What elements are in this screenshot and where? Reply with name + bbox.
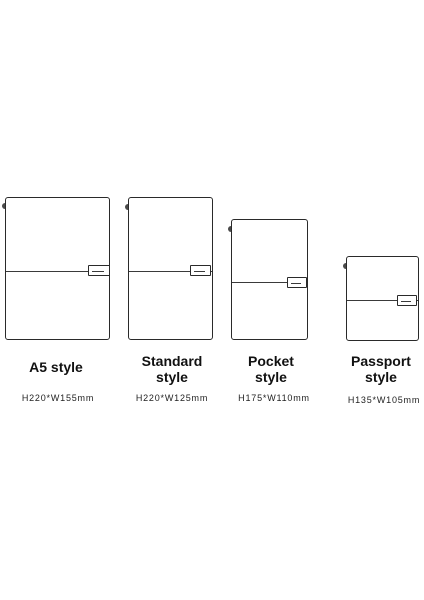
notebook-a5-cover	[5, 197, 110, 340]
clasp-a5	[88, 265, 110, 276]
clasp-standard	[190, 265, 211, 276]
elastic-band-passport	[347, 300, 418, 301]
notebook-standard-size: H220*W125mm	[135, 393, 209, 403]
elastic-band-a5	[6, 271, 109, 272]
notebook-passport-name-line2: style	[365, 369, 397, 385]
notebook-a5-size: H220*W155mm	[21, 393, 95, 403]
clasp-pocket	[287, 277, 307, 288]
notebook-pocket-cover	[231, 219, 308, 340]
notebook-standard-cover	[128, 197, 213, 340]
elastic-band-pocket	[232, 282, 307, 283]
clasp-passport	[397, 295, 417, 306]
notebook-a5-name: A5 style	[29, 359, 83, 375]
notebook-standard-name-line2: style	[156, 369, 188, 385]
elastic-band-standard	[129, 271, 212, 272]
notebook-pocket-size: H175*W110mm	[238, 393, 310, 403]
notebook-pocket-name-line2: style	[255, 369, 287, 385]
notebook-passport-size: H135*W105mm	[347, 395, 421, 405]
notebook-standard-name-line1: Standard	[141, 353, 203, 369]
notebook-passport-name-line1: Passport	[351, 353, 411, 369]
notebook-pocket-name-line1: Pocket	[248, 353, 294, 369]
notebook-passport-cover	[346, 256, 419, 341]
